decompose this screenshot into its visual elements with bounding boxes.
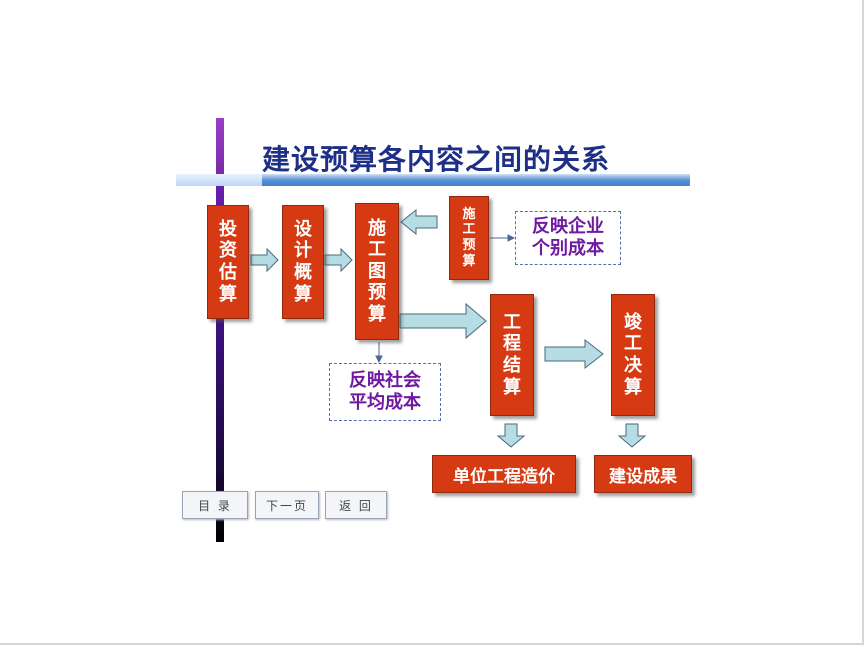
design-estimate-box: 设 计 概 算 [282,205,324,319]
box-char: 资 [219,240,237,262]
arrow-final-down [617,423,647,448]
box-char: 概 [294,262,312,283]
box-char: 设 [294,218,312,240]
connector-head-social [375,355,383,364]
note-line: 个别成本 [532,238,604,259]
back-button[interactable]: 返 回 [325,491,387,519]
final-accounts-box: 竣 工 决 算 [611,294,655,416]
box-char: 工 [624,333,642,355]
construction-result-box: 建设成果 [594,455,692,493]
note-line: 平均成本 [349,392,421,413]
enterprise-cost-note: 反映企业 个别成本 [515,211,621,265]
next-page-button[interactable]: 下一页 [255,491,319,519]
vertical-accent-bar [216,174,224,542]
box-char: 施 [462,206,476,222]
title-underline-bar [176,174,690,186]
page-title: 建设预算各内容之间的关系 [262,143,611,176]
arrow-settlement-down [496,423,526,448]
unit-project-cost-box: 单位工程造价 [432,455,576,493]
investment-estimate-box: 投 资 估 算 [207,205,249,319]
arrow-design-to-drawing [324,247,353,273]
arrow-budget-to-drawing [400,208,438,236]
construction-budget-box: 施 工 预 算 [449,196,489,280]
box-char: 估 [219,262,237,283]
arrow-drawing-to-settlement [399,302,487,340]
box-char: 施 [368,217,386,239]
note-line: 反映社会 [349,369,421,391]
box-char: 算 [219,283,237,305]
box-char: 算 [503,376,521,398]
box-char: 竣 [624,311,642,333]
project-settlement-box: 工 程 结 算 [490,294,534,416]
arrow-investment-to-design [250,247,279,273]
connector-head-enterprise [507,234,516,242]
box-char: 工 [503,311,521,333]
box-char: 预 [368,282,386,304]
contents-button[interactable]: 目 录 [182,491,248,519]
box-char: 预 [462,238,476,253]
box-char: 算 [624,376,642,398]
box-char: 决 [624,355,642,376]
construction-drawing-budget-box: 施 工 图 预 算 [355,203,399,340]
box-char: 算 [462,253,476,269]
arrow-settlement-to-final [544,338,604,370]
box-char: 图 [368,260,386,282]
box-char: 计 [294,240,312,262]
box-char: 工 [462,222,476,238]
box-char: 工 [368,239,386,261]
box-char: 算 [368,303,386,325]
vertical-accent-bar-top [216,118,224,174]
social-average-cost-note: 反映社会 平均成本 [329,363,441,421]
box-char: 程 [503,333,521,355]
box-char: 投 [219,218,237,240]
box-char: 结 [503,355,521,376]
note-line: 反映企业 [532,215,604,237]
box-char: 算 [294,283,312,305]
title-underline-bar-light [176,174,262,186]
